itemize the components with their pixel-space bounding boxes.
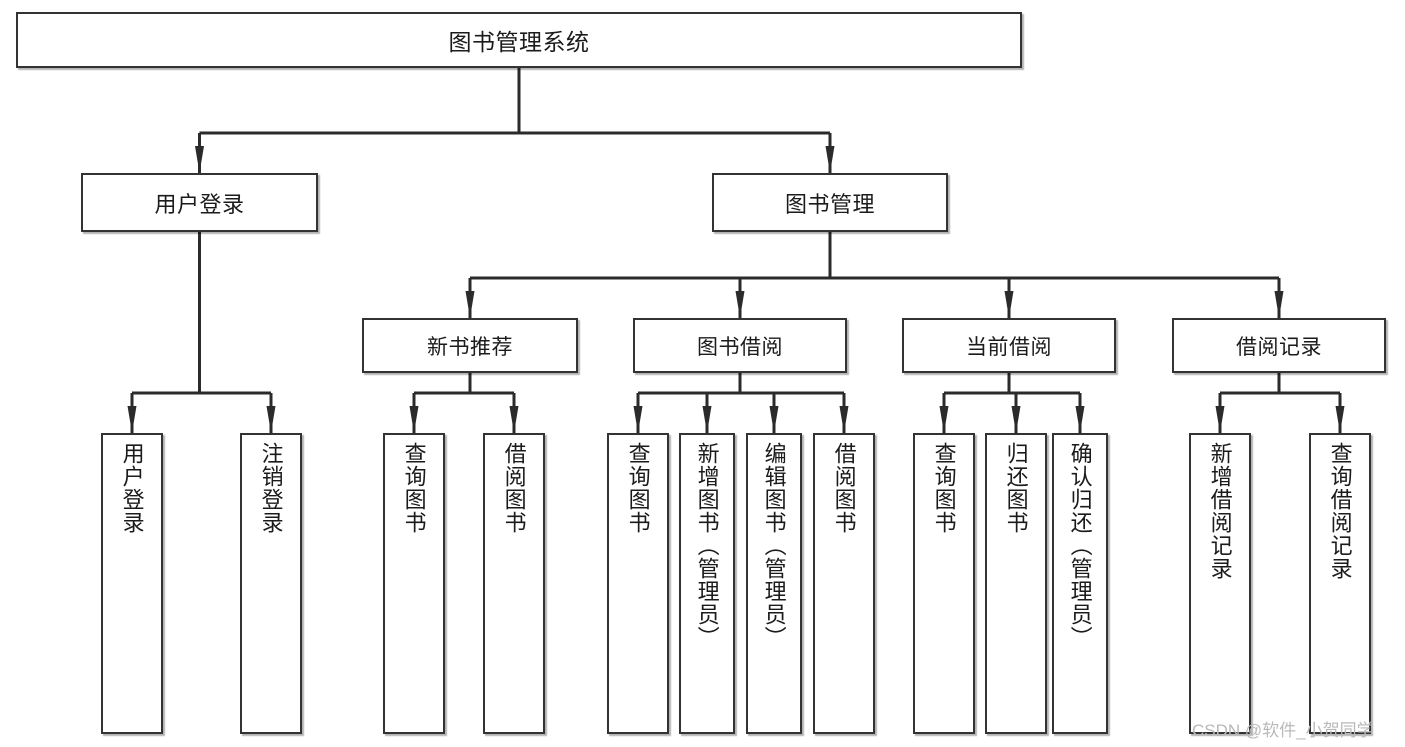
node-label: 编辑图书（管理员） <box>761 442 787 649</box>
node-label: 借阅图书 <box>501 442 527 534</box>
node-leaf-query-book-2[interactable]: 查询图书 <box>607 433 669 734</box>
node-label: 借阅记录 <box>1236 335 1322 359</box>
node-book-mgmt[interactable]: 图书管理 <box>712 173 948 232</box>
node-leaf-query-book-3[interactable]: 查询图书 <box>913 433 975 734</box>
node-label: 查询图书 <box>401 442 427 534</box>
node-label: 当前借阅 <box>966 335 1052 359</box>
node-leaf-edit-book[interactable]: 编辑图书（管理员） <box>746 433 802 734</box>
node-label: 图书管理 <box>784 191 875 217</box>
node-root[interactable]: 图书管理系统 <box>16 12 1022 68</box>
node-label: 图书管理系统 <box>448 29 590 55</box>
node-leaf-user-login[interactable]: 用户登录 <box>101 433 163 734</box>
node-label: 查询借阅记录 <box>1327 442 1353 580</box>
node-new-book-rec[interactable]: 新书推荐 <box>362 318 578 373</box>
node-label: 借阅图书 <box>831 442 857 534</box>
node-leaf-user-logout[interactable]: 注销登录 <box>240 433 302 734</box>
node-label: 查询图书 <box>625 442 651 534</box>
node-current-borrow[interactable]: 当前借阅 <box>902 318 1116 373</box>
node-label: 注销登录 <box>258 442 284 534</box>
node-leaf-query-book-1[interactable]: 查询图书 <box>383 433 445 734</box>
node-leaf-add-record[interactable]: 新增借阅记录 <box>1189 433 1251 734</box>
node-label: 查询图书 <box>931 442 957 534</box>
watermark-text: CSDN @软件_小贺同学 <box>1192 721 1374 740</box>
node-label: 归还图书 <box>1003 442 1029 534</box>
node-label: 新增图书（管理员） <box>694 442 720 649</box>
node-user-login[interactable]: 用户登录 <box>81 173 318 232</box>
node-label: 用户登录 <box>119 442 145 534</box>
node-label: 确认归还（管理员） <box>1067 442 1093 649</box>
node-book-borrow[interactable]: 图书借阅 <box>633 318 847 373</box>
node-label: 图书借阅 <box>697 335 783 359</box>
node-leaf-borrow-book-2[interactable]: 借阅图书 <box>813 433 875 734</box>
node-leaf-add-book[interactable]: 新增图书（管理员） <box>679 433 735 734</box>
node-label: 新书推荐 <box>427 335 513 359</box>
node-leaf-query-record[interactable]: 查询借阅记录 <box>1309 433 1371 734</box>
node-label: 新增借阅记录 <box>1207 442 1233 580</box>
node-leaf-borrow-book-1[interactable]: 借阅图书 <box>483 433 545 734</box>
node-leaf-return-book[interactable]: 归还图书 <box>985 433 1047 734</box>
node-borrow-record[interactable]: 借阅记录 <box>1172 318 1386 373</box>
node-label: 用户登录 <box>154 191 245 217</box>
node-leaf-confirm-return[interactable]: 确认归还（管理员） <box>1052 433 1108 734</box>
